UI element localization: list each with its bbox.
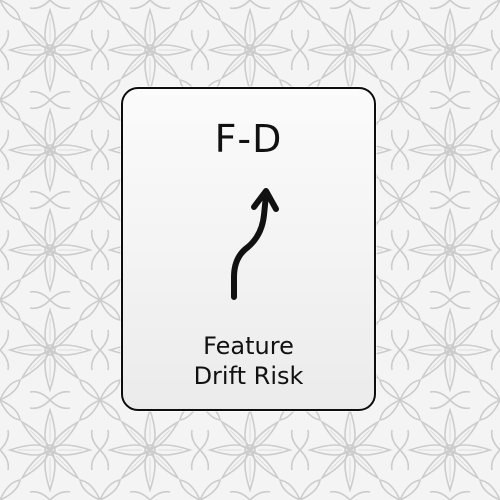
card-code: F-D	[214, 117, 283, 161]
card-label: Feature Drift Risk	[123, 331, 374, 391]
card-label-line-1: Feature	[203, 332, 294, 360]
feature-drift-card: F-D Feature Drift Risk	[121, 87, 376, 411]
card-label-line-2: Drift Risk	[193, 362, 304, 390]
curved-up-arrow-icon	[231, 188, 279, 300]
